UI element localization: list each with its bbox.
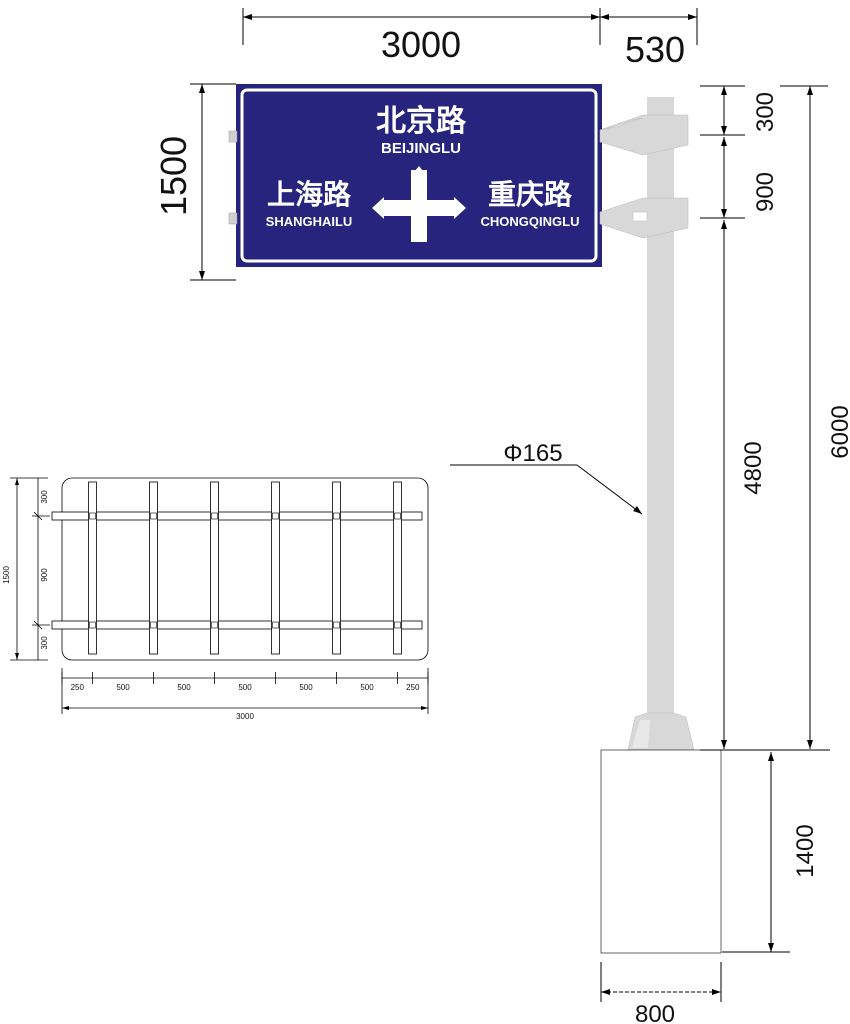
back-view-height-dimensions — [10, 477, 50, 661]
column-spacing-label: 500 — [360, 683, 374, 692]
top-dimension-lines — [242, 8, 698, 45]
rib-clamp — [150, 621, 157, 629]
column-tick-marks — [61, 672, 429, 684]
arm-width-label: 530 — [625, 29, 685, 70]
mount-stub-bottom — [228, 212, 238, 225]
back-view-middle-spacing-label: 900 — [40, 568, 49, 582]
column-spacing-labels: 250 500 500 500 500 500 250 — [71, 683, 420, 692]
sign-top-road-cn: 北京路 — [376, 104, 467, 139]
frame-ribs — [88, 481, 402, 655]
column-spacing-label: 500 — [116, 683, 130, 692]
frame-rib — [393, 481, 402, 655]
sign-right-road-en: CHONGQINGLU — [481, 214, 580, 229]
column-spacing-label: 500 — [177, 683, 191, 692]
rib-clamp — [150, 512, 157, 520]
rib-clamp — [211, 621, 218, 629]
back-view-width-dimensions — [61, 668, 429, 714]
frame-rib — [271, 481, 280, 655]
bracket-spacing-label: 900 — [752, 172, 779, 212]
back-view-total-width-label: 3000 — [236, 712, 254, 721]
pole-diameter-label: Φ165 — [503, 440, 562, 467]
rib-clamp — [394, 512, 401, 520]
column-spacing-label: 500 — [238, 683, 252, 692]
rib-clamp — [333, 512, 340, 520]
crossroad-arrow-icon — [372, 166, 466, 242]
sign-left-road-en: SHANGHAILU — [266, 214, 353, 229]
sign-top-road-en: BEIJINGLU — [381, 140, 461, 157]
foundation-width-label: 800 — [635, 1001, 675, 1024]
back-view-height-label: 1500 — [2, 566, 11, 584]
rib-clamp — [394, 621, 401, 629]
frame-rib — [210, 481, 219, 655]
mount-stub-top — [228, 130, 238, 143]
back-view-bottom-offset-label: 300 — [40, 636, 49, 650]
frame-rib — [332, 481, 341, 655]
pole-total-label: 6000 — [827, 405, 850, 458]
sign-right-road-cn: 重庆路 — [488, 178, 573, 211]
right-dimension-lines — [600, 85, 830, 1002]
column-spacing-label: 250 — [71, 683, 85, 692]
sign-height-dimension — [190, 83, 236, 281]
frame-rib — [149, 481, 158, 655]
pole — [599, 97, 695, 751]
rib-clamp — [211, 512, 218, 520]
rib-clamp — [333, 621, 340, 629]
rib-clamp — [272, 621, 279, 629]
frame-rib — [88, 481, 97, 655]
sign-back-view — [51, 477, 429, 661]
pole-diameter-leader — [450, 464, 643, 515]
upper-bracket-label: 300 — [752, 92, 779, 132]
foundation-height-label: 1400 — [792, 824, 819, 877]
back-view-top-offset-label: 300 — [40, 490, 49, 504]
foundation-block — [600, 749, 722, 954]
column-spacing-label: 250 — [406, 683, 420, 692]
pole-lower-label: 4800 — [740, 441, 767, 494]
sign-left-road-cn: 上海路 — [267, 178, 352, 211]
rib-clamp — [89, 512, 96, 520]
rib-clamp — [272, 512, 279, 520]
sign-width-label: 3000 — [381, 24, 461, 65]
sign-height-label: 1500 — [153, 136, 194, 216]
column-spacing-label: 500 — [299, 683, 313, 692]
rib-clamp — [89, 621, 96, 629]
